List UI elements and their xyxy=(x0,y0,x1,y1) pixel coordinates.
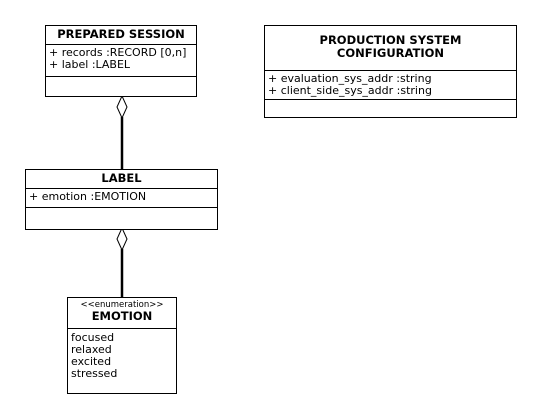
class-name-line1: PRODUCTION SYSTEM xyxy=(319,33,462,47)
enum-literal: excited xyxy=(71,355,112,368)
class-name-line2: CONFIGURATION xyxy=(336,46,445,60)
class-name-compartment: PRODUCTION SYSTEM CONFIGURATION xyxy=(265,26,516,71)
class-name-compartment: PREPARED SESSION xyxy=(46,26,196,45)
attribute-compartment: + emotion :EMOTION xyxy=(26,189,217,208)
class-name-compartment: <<enumeration>> EMOTION xyxy=(68,298,176,329)
attribute: + evaluation_sys_addr :string xyxy=(268,72,432,85)
class-production-system-configuration[interactable]: PRODUCTION SYSTEM CONFIGURATION + evalua… xyxy=(264,25,517,118)
aggregation-diamond xyxy=(116,226,128,252)
attribute: + label :LABEL xyxy=(49,58,131,71)
class-prepared-session[interactable]: PREPARED SESSION + records :RECORD [0,n]… xyxy=(45,25,197,97)
enum-literal: stressed xyxy=(71,367,118,380)
aggregation-diamond xyxy=(116,94,128,120)
enumeration-emotion[interactable]: <<enumeration>> EMOTION focused relaxed … xyxy=(67,297,177,394)
class-name-compartment: LABEL xyxy=(26,170,217,189)
aggregation-label-emotion xyxy=(116,226,128,298)
literal-compartment: focused relaxed excited stressed xyxy=(68,329,176,382)
attribute: + client_side_sys_addr :string xyxy=(268,84,432,97)
attribute-compartment: + evaluation_sys_addr :string + client_s… xyxy=(265,71,516,100)
enum-literal: focused xyxy=(71,331,115,344)
attribute: + emotion :EMOTION xyxy=(29,190,147,203)
enum-literal: relaxed xyxy=(71,343,112,356)
attribute: + records :RECORD [0,n] xyxy=(49,46,187,59)
aggregation-session-label xyxy=(116,94,128,170)
class-name: EMOTION xyxy=(91,309,153,323)
attribute-compartment: + records :RECORD [0,n] + label :LABEL xyxy=(46,45,196,77)
class-name: LABEL xyxy=(101,171,142,185)
class-name: PREPARED SESSION xyxy=(57,27,185,41)
stereotype-label: <<enumeration>> xyxy=(80,300,164,310)
class-label[interactable]: LABEL + emotion :EMOTION xyxy=(25,169,218,230)
